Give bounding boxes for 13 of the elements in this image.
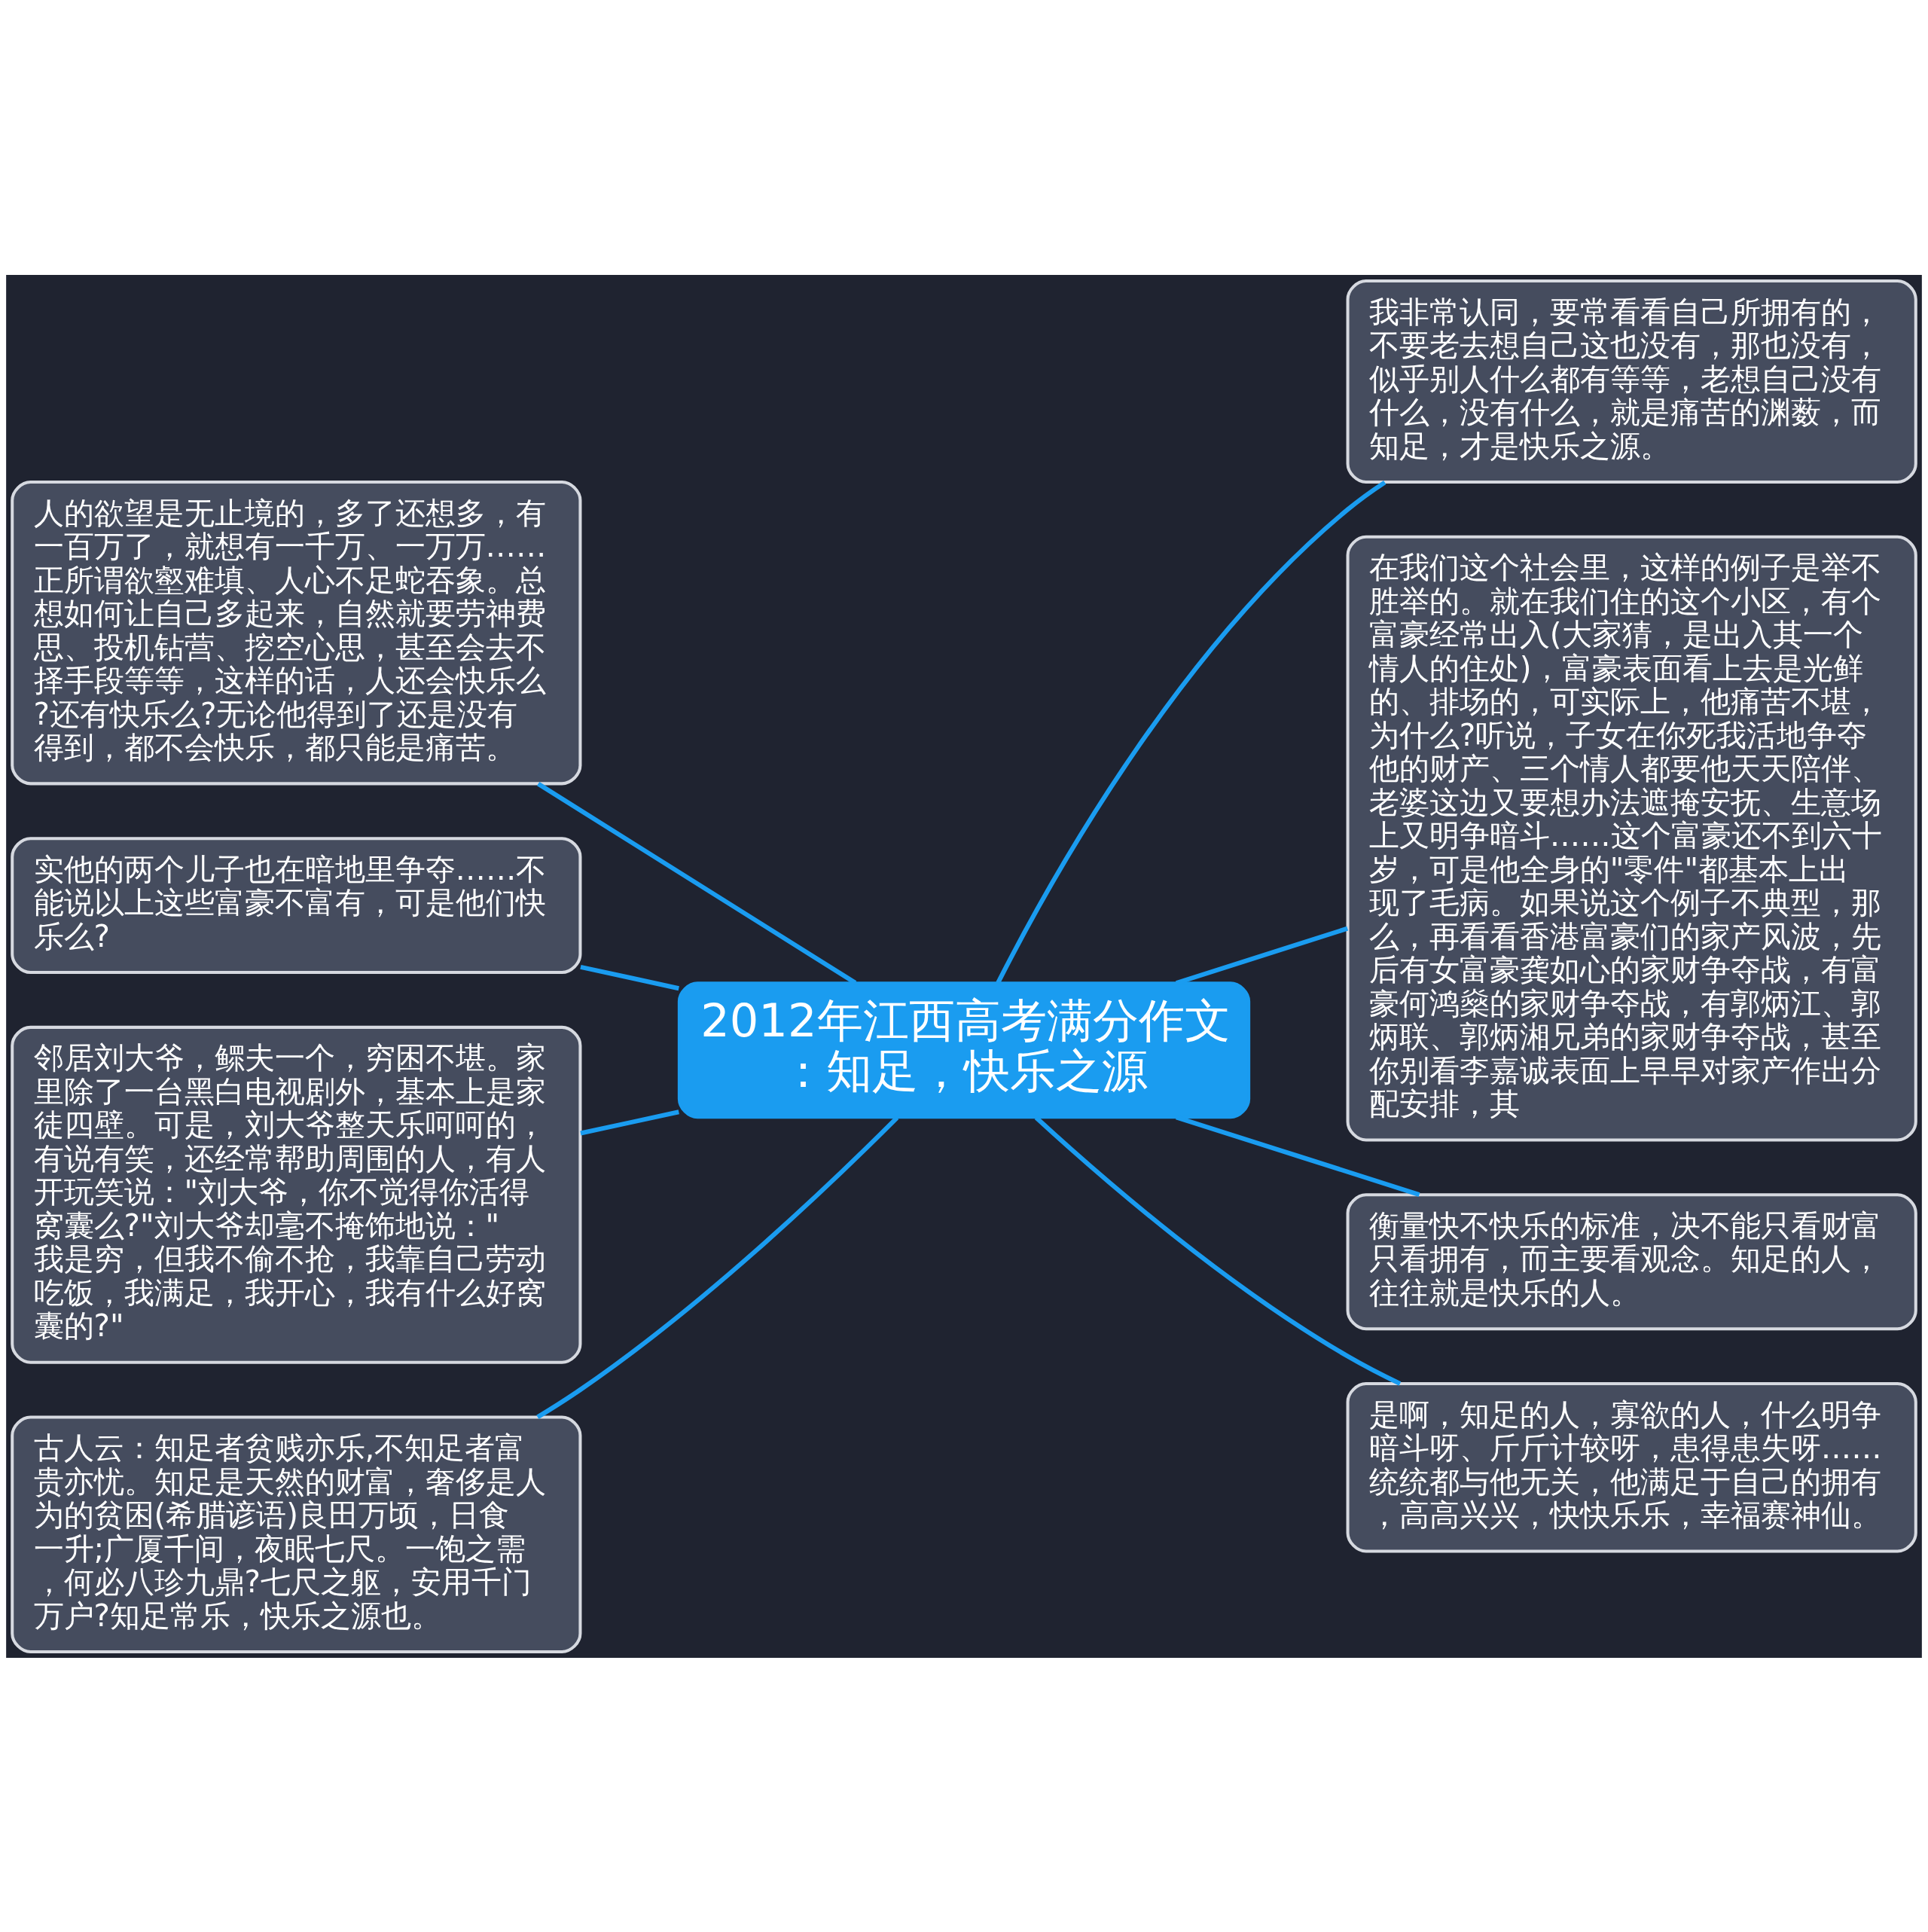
node-box: 我非常认同，要常看看自己所拥有的，不要老去想自己这也没有，那也没有，似乎别人什么都有等等，老想自己没有什么，没有什么，就是痛苦的渊薮，而知足，才是快乐之源。 bbox=[1346, 279, 1917, 484]
connector bbox=[996, 480, 1387, 984]
node-box: 是啊，知足的人，寡欲的人，什么明争暗斗呀、斤斤计较呀，患得患失呀……统统都与他无关，他满足于自己的拥有，高高兴兴，快快乐乐，幸福赛神仙。 bbox=[1346, 1381, 1917, 1552]
node-box: 实他的两个儿子也在暗地里争夺……不能说以上这些富豪不富有，可是他们快乐么? bbox=[11, 836, 582, 974]
node-box: 古人云：知足者贫贱亦乐,不知足者富贵亦忧。知足是天然的财富，奢侈是人为的贫困(希腊谚语)良田万顷，日食一升;广厦千间，夜眠七尺。一饱之需，何必八珍九鼎?七尺之躯，安用千门万户?知足常乐，快乐之源也。 bbox=[11, 1415, 582, 1653]
connector bbox=[580, 964, 679, 990]
node-box: 在我们这个社会里，这样的例子是举不胜举的。就在我们住的这个小区，有个富豪经常出入(大家猜，是出入其一个情人的住处)，富豪表面看上去是光鲜的、排场的，可实际上，他痛苦不堪，为什么?听说，子女在你死我活地争夺他的财产、三个情人都要他天天陪伴、老婆这边又要想办法遮掩安抚、生意场上又明争暗斗……这个富豪还不到六十岁，可是他全身的"零件"都基本上出现了毛病。如果说这个例子不典型，那么，再看看香港富豪们的家产风波，先后有女富豪龚如心的家财争夺战，有富豪何鸿燊的家财争夺战，有郭炳江、郭炳联、郭炳湘兄弟的家财争夺战，甚至你别看李嘉诚表面上早早对家产作出分配安排，其 bbox=[1346, 535, 1917, 1142]
node-box: 2012年江西高考满分作文：知足，快乐之源 bbox=[677, 981, 1251, 1119]
node-box: 衡量快不快乐的标准，决不能只看财富只看拥有，而主要看观念。知足的人，往往就是快乐的人。 bbox=[1346, 1192, 1917, 1330]
node-box: 人的欲望是无止境的，多了还想多，有一百万了，就想有一千万、一万万……正所谓欲壑难填、人心不足蛇吞象。总想如何让自己多起来，自然就要劳神费思、投机钻营、挖空心思，甚至会去不择手段等等，这样的话，人还会快乐么?还有快乐么?无论他得到了还是没有得到，都不会快乐，都只能是痛苦。 bbox=[11, 480, 582, 785]
connector bbox=[580, 1109, 679, 1135]
node-box: 邻居刘大爷，鳏夫一个，穷困不堪。家里除了一台黑白电视剧外，基本上是家徒四壁。可是，刘大爷整天乐呵呵的，有说有笑，还经常帮助周围的人，有人开玩笑说："刘大爷，你不觉得你活得窝囊么?"刘大爷却毫不掩饰地说："我是穷，但我不偷不抢，我靠自己劳动吃饭，我满足，我开心，我有什么好窝囊的?" bbox=[11, 1025, 582, 1364]
connector bbox=[537, 781, 857, 984]
